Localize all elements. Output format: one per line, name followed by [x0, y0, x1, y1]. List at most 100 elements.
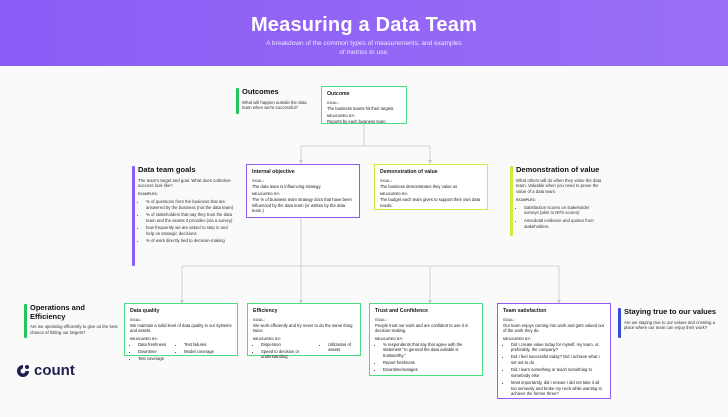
examples-label: EXAMPLES:	[516, 198, 536, 203]
demo-accent-bar	[510, 166, 513, 236]
demo-goal: The business demonstrates they value us	[380, 183, 458, 189]
data-quality-card: Data quality GOAL: We maintain a solid l…	[124, 303, 238, 361]
list-item: Downtime/outages	[383, 367, 477, 373]
list-item: Utilization of assets	[328, 342, 355, 353]
quality-goal: We maintain a solid level of data qualit…	[130, 322, 232, 334]
outcome-goal: The business teams hit their targets	[327, 105, 394, 111]
logo-wordmark: count	[34, 362, 75, 379]
goal-label: GOAL:	[380, 179, 392, 184]
staying-accent-bar	[618, 308, 621, 338]
outcomes-heading: Outcomes	[242, 87, 279, 96]
list-item: how frequently we are asked to step in a…	[146, 225, 234, 237]
satisfaction-goal: Our team enjoys coming into work and get…	[503, 322, 605, 334]
list-item: Speed to decision or understanding	[261, 349, 310, 360]
trust-goal: People trust our work and are confident …	[375, 322, 469, 334]
staying-description: Are we staying true to our values and cr…	[624, 319, 716, 331]
quality-metrics: Data freshness Downtime Test coverage Te…	[130, 342, 232, 364]
list-item: % respondents that say that agree with t…	[383, 342, 477, 359]
examples-label: EXAMPLES:	[138, 192, 158, 197]
outcomes-description: What will happen outside the data team w…	[242, 99, 307, 111]
trust-confidence-card: Trust and Confidence GOAL: People trust …	[369, 303, 483, 376]
demo-title: Demonstration of value	[380, 169, 438, 175]
arrow-head	[299, 300, 303, 304]
operations-description: Are we operating efficiently to give us …	[30, 324, 118, 336]
arrow-head	[557, 300, 561, 304]
demo-side-description: What others will do when they value the …	[516, 177, 602, 195]
arrow-head	[299, 160, 303, 164]
list-item: Test coverage	[138, 356, 166, 362]
satisfaction-metrics-list: Did I create value today for myself, my …	[503, 342, 605, 398]
team-satisfaction-card: Team satisfaction GOAL: Our team enjoys …	[497, 303, 611, 399]
list-item: Did I feel successful today? Did I achie…	[511, 354, 605, 365]
efficiency-metrics-col-2: Utilization of assets	[320, 342, 355, 362]
list-item: Downtime	[138, 349, 166, 355]
internal-goal: The data team is influencing strategy.	[252, 183, 322, 189]
outcomes-accent-bar	[236, 88, 239, 114]
arrow-head	[428, 160, 432, 164]
goal-label: GOAL:	[253, 318, 265, 323]
trust-metrics-list: % respondents that say that agree with t…	[375, 342, 477, 373]
outcome-measure: Reports by each business team	[327, 118, 386, 124]
list-item: % of work directly tied to decision-maki…	[146, 238, 234, 244]
list-item: Dispersion	[261, 342, 310, 348]
outcomes-side-note: Outcomes What will happen outside the da…	[236, 87, 316, 114]
list-item: Model coverage	[184, 349, 214, 355]
efficiency-metrics: Dispersion Speed to decision or understa…	[253, 342, 355, 362]
arrow-head	[180, 300, 184, 304]
outcome-title: Outcome	[327, 91, 350, 97]
demonstration-side-note: Demonstration of value What others will …	[510, 165, 602, 236]
list-item: Anecdotal evidence and quotes from stake…	[524, 218, 602, 230]
quality-metrics-col-1: Data freshness Downtime Test coverage	[130, 342, 166, 364]
internal-measure: The % of business team strategy docs tha…	[252, 196, 352, 214]
efficiency-card: Efficiency GOAL: We work efficiently and…	[247, 303, 361, 359]
measured-by-label: MEASURED BY:	[253, 336, 282, 341]
internal-title: Internal objective	[252, 169, 295, 175]
measured-by-label: MEASURED BY:	[375, 336, 404, 341]
efficiency-title: Efficiency	[253, 308, 278, 314]
arrow-head	[428, 300, 432, 304]
list-item: Most importantly, did I ensure I did not…	[511, 380, 605, 397]
goal-label: GOAL:	[503, 318, 515, 323]
page-subtitle: A breakdown of the common types of measu…	[266, 40, 462, 56]
list-item: Test failures	[184, 342, 214, 348]
list-item: % of stakeholders that say they trust th…	[146, 212, 234, 224]
list-item: Data freshness	[138, 342, 166, 348]
list-item: Did I learn something or teach something…	[511, 367, 605, 378]
efficiency-metrics-col-1: Dispersion Speed to decision or understa…	[253, 342, 310, 362]
goals-description: The team's target and goal. What does co…	[138, 177, 231, 189]
efficiency-goal: We work efficiently and try never to do …	[253, 322, 353, 334]
measured-by-label: MEASURED BY:	[252, 192, 281, 197]
list-item: % of questions from the business that ar…	[146, 199, 234, 211]
internal-objective-card: Internal objective GOAL: The data team i…	[246, 164, 360, 218]
count-logo-icon	[17, 364, 29, 377]
satisfaction-title: Team satisfaction	[503, 308, 547, 314]
measured-by-label: MEASURED BY:	[130, 336, 159, 341]
list-item: Did I create value today for myself, my …	[511, 342, 605, 353]
goal-label: GOAL:	[327, 101, 339, 106]
operations-accent-bar	[24, 304, 27, 338]
list-item: Report freshness	[383, 360, 477, 366]
quality-metrics-col-2: Test failures Model coverage	[176, 342, 214, 364]
header-banner: Measuring a Data Team A breakdown of the…	[0, 0, 728, 66]
staying-true-side-note: Staying true to our values Are we stayin…	[618, 307, 720, 338]
quality-title: Data quality	[130, 308, 160, 314]
count-logo: count	[16, 362, 75, 379]
measured-by-label: MEASURED BY:	[327, 114, 356, 119]
demonstration-of-value-card: Demonstration of value GOAL: The busines…	[374, 164, 488, 210]
goal-label: GOAL:	[252, 179, 264, 184]
outcome-connector	[300, 124, 431, 162]
demo-side-heading: Demonstration of value	[516, 165, 600, 174]
operations-heading: Operations and Efficiency	[30, 303, 86, 321]
goals-heading: Data team goals	[138, 165, 196, 174]
outcome-card: Outcome GOAL: The business teams hit the…	[321, 86, 407, 124]
measured-by-label: MEASURED BY:	[503, 336, 532, 341]
measured-by-label: MEASURED BY:	[380, 192, 409, 197]
list-item: Satisfaction scores on stakeholder surve…	[524, 205, 602, 217]
demo-examples-list: Satisfaction scores on stakeholder surve…	[516, 205, 602, 230]
data-team-goals-note: Data team goals The team's target and go…	[132, 165, 234, 266]
goal-label: GOAL:	[375, 318, 387, 323]
trust-title: Trust and Confidence	[375, 308, 429, 314]
goals-accent-bar	[132, 166, 135, 266]
goals-connector	[181, 218, 560, 302]
